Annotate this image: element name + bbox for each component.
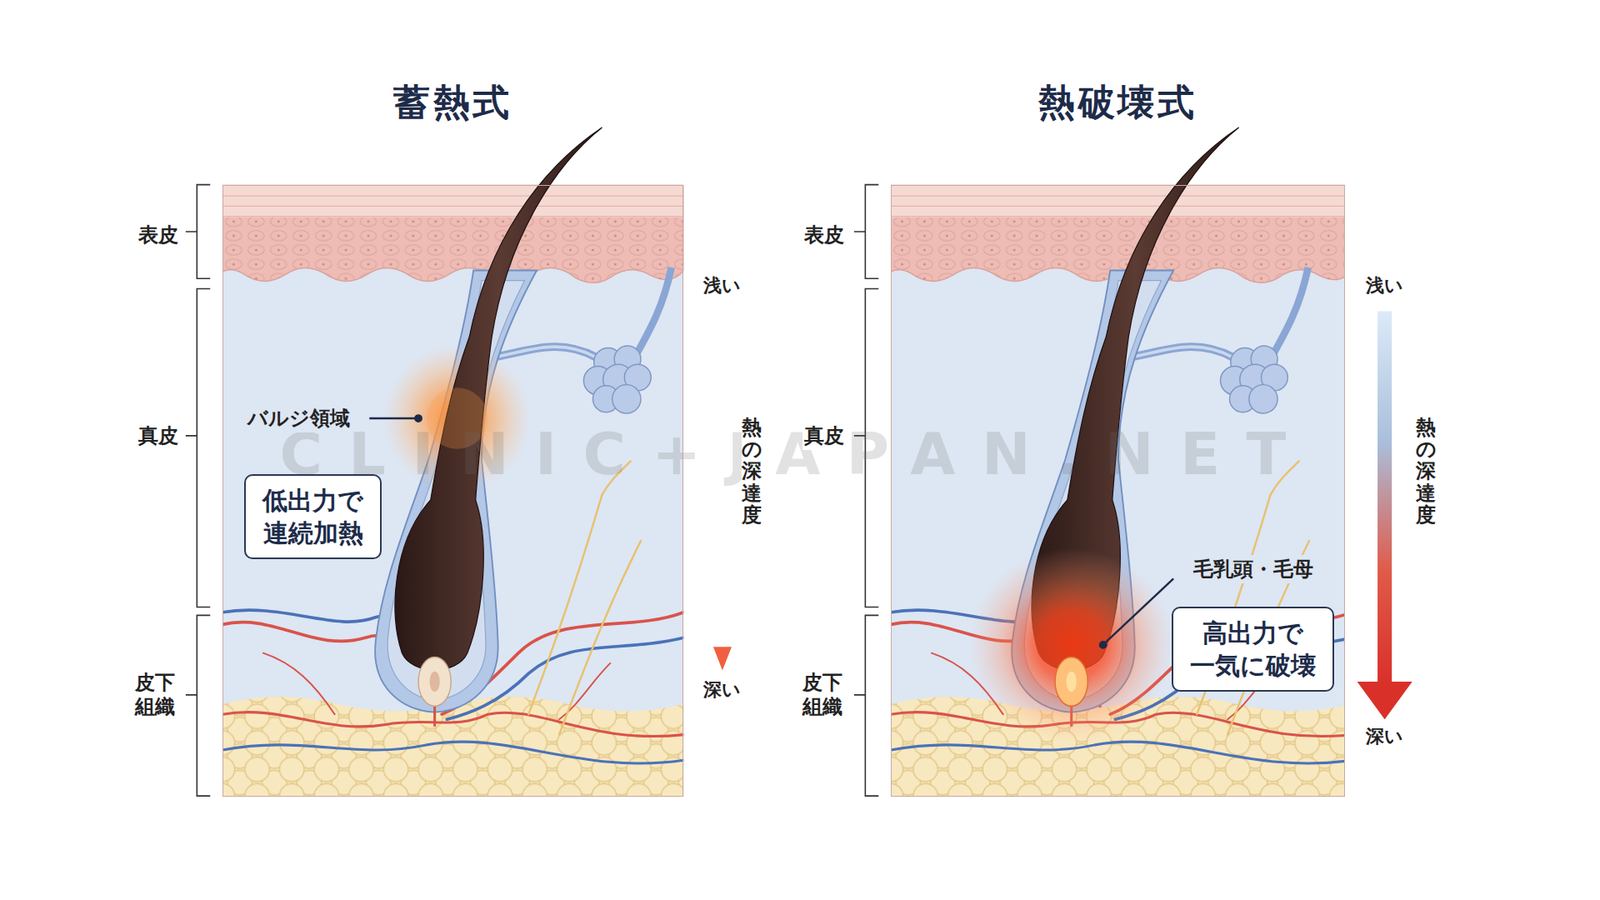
layer-label: 表皮 [802,220,846,250]
callout-text: 低出力で 連続加熱 [262,484,364,550]
dermal-papilla [1055,657,1088,707]
hair-shaft [395,127,603,670]
right-panel-art [890,185,1345,798]
callout-text: 高出力で 一気に破壊 [1190,616,1316,682]
leader-dot [1100,641,1106,648]
part-label: バルジ領域 [244,404,354,433]
skin-layers [890,185,1345,798]
bracket [185,185,210,280]
dermal-papilla [418,657,451,707]
layer-label: 真皮 [136,421,180,450]
part-label: 毛乳頭・毛母 [1190,555,1317,584]
layer-label: 表皮 [136,220,180,250]
depth-arrow-shaft [1377,310,1392,684]
bulb-heat-glow [969,548,1174,743]
depth-label: 深い [1364,724,1405,750]
skin-panel: 熱破壊式高出力で 一気に破壊 [890,185,1345,798]
dermal-papilla-core [1066,671,1077,692]
bulb-heat [969,548,1174,743]
layer-label: 皮下 組織 [800,670,845,720]
depth-label: 深い [701,677,743,703]
axis-label: 熱の深達度 [1415,416,1436,527]
depth-arrow-head [713,646,732,670]
bracket [854,615,879,796]
layer-brackets [185,185,879,796]
panel-heading: 蓄熱式 [393,77,513,127]
bracket [185,615,210,796]
layer-label: 皮下 組織 [133,670,177,720]
leader-line [369,417,416,420]
layer-label: 真皮 [802,421,846,450]
depth-label: 浅い [701,273,743,299]
callout-box: 低出力で 連続加熱 [244,474,382,560]
leader-line [1105,578,1174,643]
depth-label: 浅い [1364,273,1405,299]
bracket [185,289,210,608]
bracket [854,185,879,280]
watermark: CLINIC+JAPAN.NET [279,420,1312,489]
skin-panel: 蓄熱式低出力で 連続加熱 [222,185,684,798]
panel-heading: 熱破壊式 [1038,77,1197,127]
axis-label: 熱の深達度 [741,416,762,527]
dermal-papilla-core [430,671,440,692]
depth-arrow-head [1357,681,1413,720]
callout-box: 高出力で 一気に破壊 [1171,606,1335,692]
